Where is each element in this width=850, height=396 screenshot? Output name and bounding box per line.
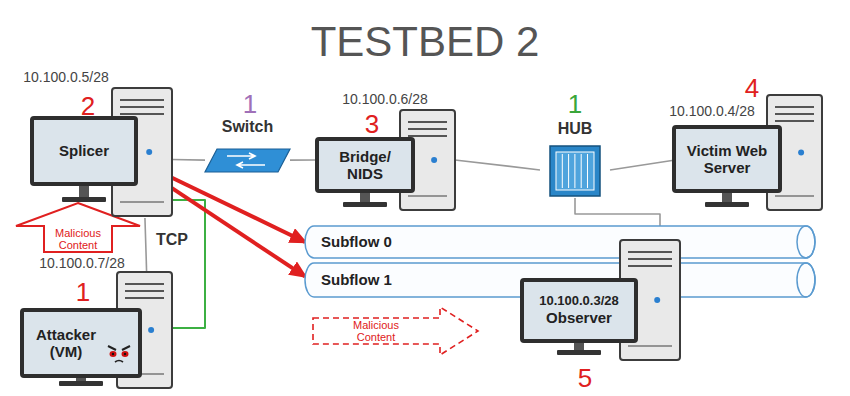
arrow-label: Malicious Content xyxy=(341,319,411,343)
ip-address: 10.100.0.4/28 xyxy=(669,104,755,119)
node-text: Observer xyxy=(546,309,612,326)
node-text: Attacker (VM) xyxy=(24,326,108,361)
callout-number: 5 xyxy=(578,364,592,393)
network-link xyxy=(172,200,205,328)
node-text: Subflow 1 xyxy=(321,271,392,288)
flow-arrow xyxy=(172,188,305,276)
callout-number: 3 xyxy=(365,110,379,139)
computer-node: Attacker (VM) xyxy=(20,272,172,388)
computer-node: Splicer xyxy=(20,88,172,218)
text-area: Subflow 0 xyxy=(321,225,481,259)
node-text: Switch xyxy=(222,118,274,136)
computer-icon xyxy=(22,272,172,388)
text-area: Switch xyxy=(205,118,290,144)
malicious-dashed-arrow xyxy=(313,307,478,355)
node-text: Splicer xyxy=(59,142,109,159)
text-area: Attacker (VM) xyxy=(24,308,108,378)
callout-number: 2 xyxy=(81,92,95,121)
switch-icon xyxy=(205,149,290,172)
node-text: Bridge/ NIDS xyxy=(325,148,405,183)
network-link xyxy=(145,218,147,272)
network-link xyxy=(455,160,540,170)
subflow-tube: Subflow 0 xyxy=(305,225,815,259)
switch-node: Switch xyxy=(205,118,290,172)
computer-icon xyxy=(32,88,172,216)
callout-number: 1 xyxy=(243,90,257,119)
callout-number: 1 xyxy=(76,278,90,307)
hub-icon xyxy=(550,146,600,196)
hub-node: HUB xyxy=(540,120,610,198)
text-area: Bridge/ NIDS xyxy=(325,137,405,193)
diagram-title: TESTBED 2 xyxy=(311,19,540,65)
text-area: Splicer xyxy=(30,116,138,186)
computer-icon xyxy=(522,240,680,360)
node-text: HUB xyxy=(558,120,593,138)
edge-label: TCP xyxy=(154,231,190,249)
text-area: Victim Web Server xyxy=(676,125,778,193)
callout-number: 1 xyxy=(568,90,582,119)
network-link xyxy=(290,159,315,161)
computer-node: Bridge/ NIDS xyxy=(315,110,455,212)
ip-address: 10.100.0.7/28 xyxy=(39,256,125,271)
network-link xyxy=(172,159,205,161)
node-text: Victim Web Server xyxy=(676,142,778,177)
computer-icon xyxy=(317,110,455,210)
text-area: HUB xyxy=(540,120,610,144)
computer-node: 10.100.0.3/28Observer xyxy=(520,240,680,362)
text-area: Subflow 1 xyxy=(321,262,481,298)
ip-address: 10.100.0.6/28 xyxy=(342,92,428,107)
text-area: 10.100.0.3/28Observer xyxy=(520,278,638,343)
node-text: 10.100.0.3/28 xyxy=(539,294,619,309)
callout-number: 4 xyxy=(745,74,759,103)
network-link xyxy=(610,161,672,170)
node-text: Subflow 0 xyxy=(321,233,392,250)
arrow-label: Malicious Content xyxy=(47,227,109,251)
ip-address: 10.100.0.5/28 xyxy=(23,70,109,85)
tube-outline xyxy=(305,226,815,258)
